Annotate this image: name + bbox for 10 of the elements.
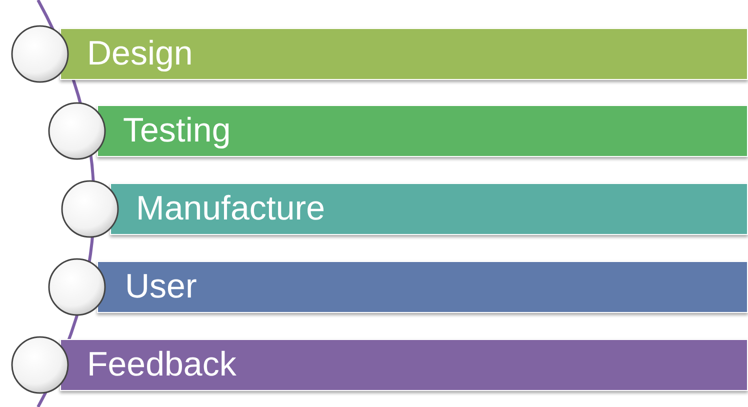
list-bar [60, 339, 748, 391]
list-bar [97, 261, 748, 313]
list-bar [60, 28, 748, 80]
bar-label: Testing [123, 112, 231, 150]
list-bar [110, 183, 748, 235]
bar-label: Feedback [87, 346, 236, 384]
bar-label: Design [87, 34, 193, 74]
list-bar [97, 105, 748, 157]
bar-label: User [125, 268, 197, 306]
bar-label: Manufacture [136, 190, 325, 228]
